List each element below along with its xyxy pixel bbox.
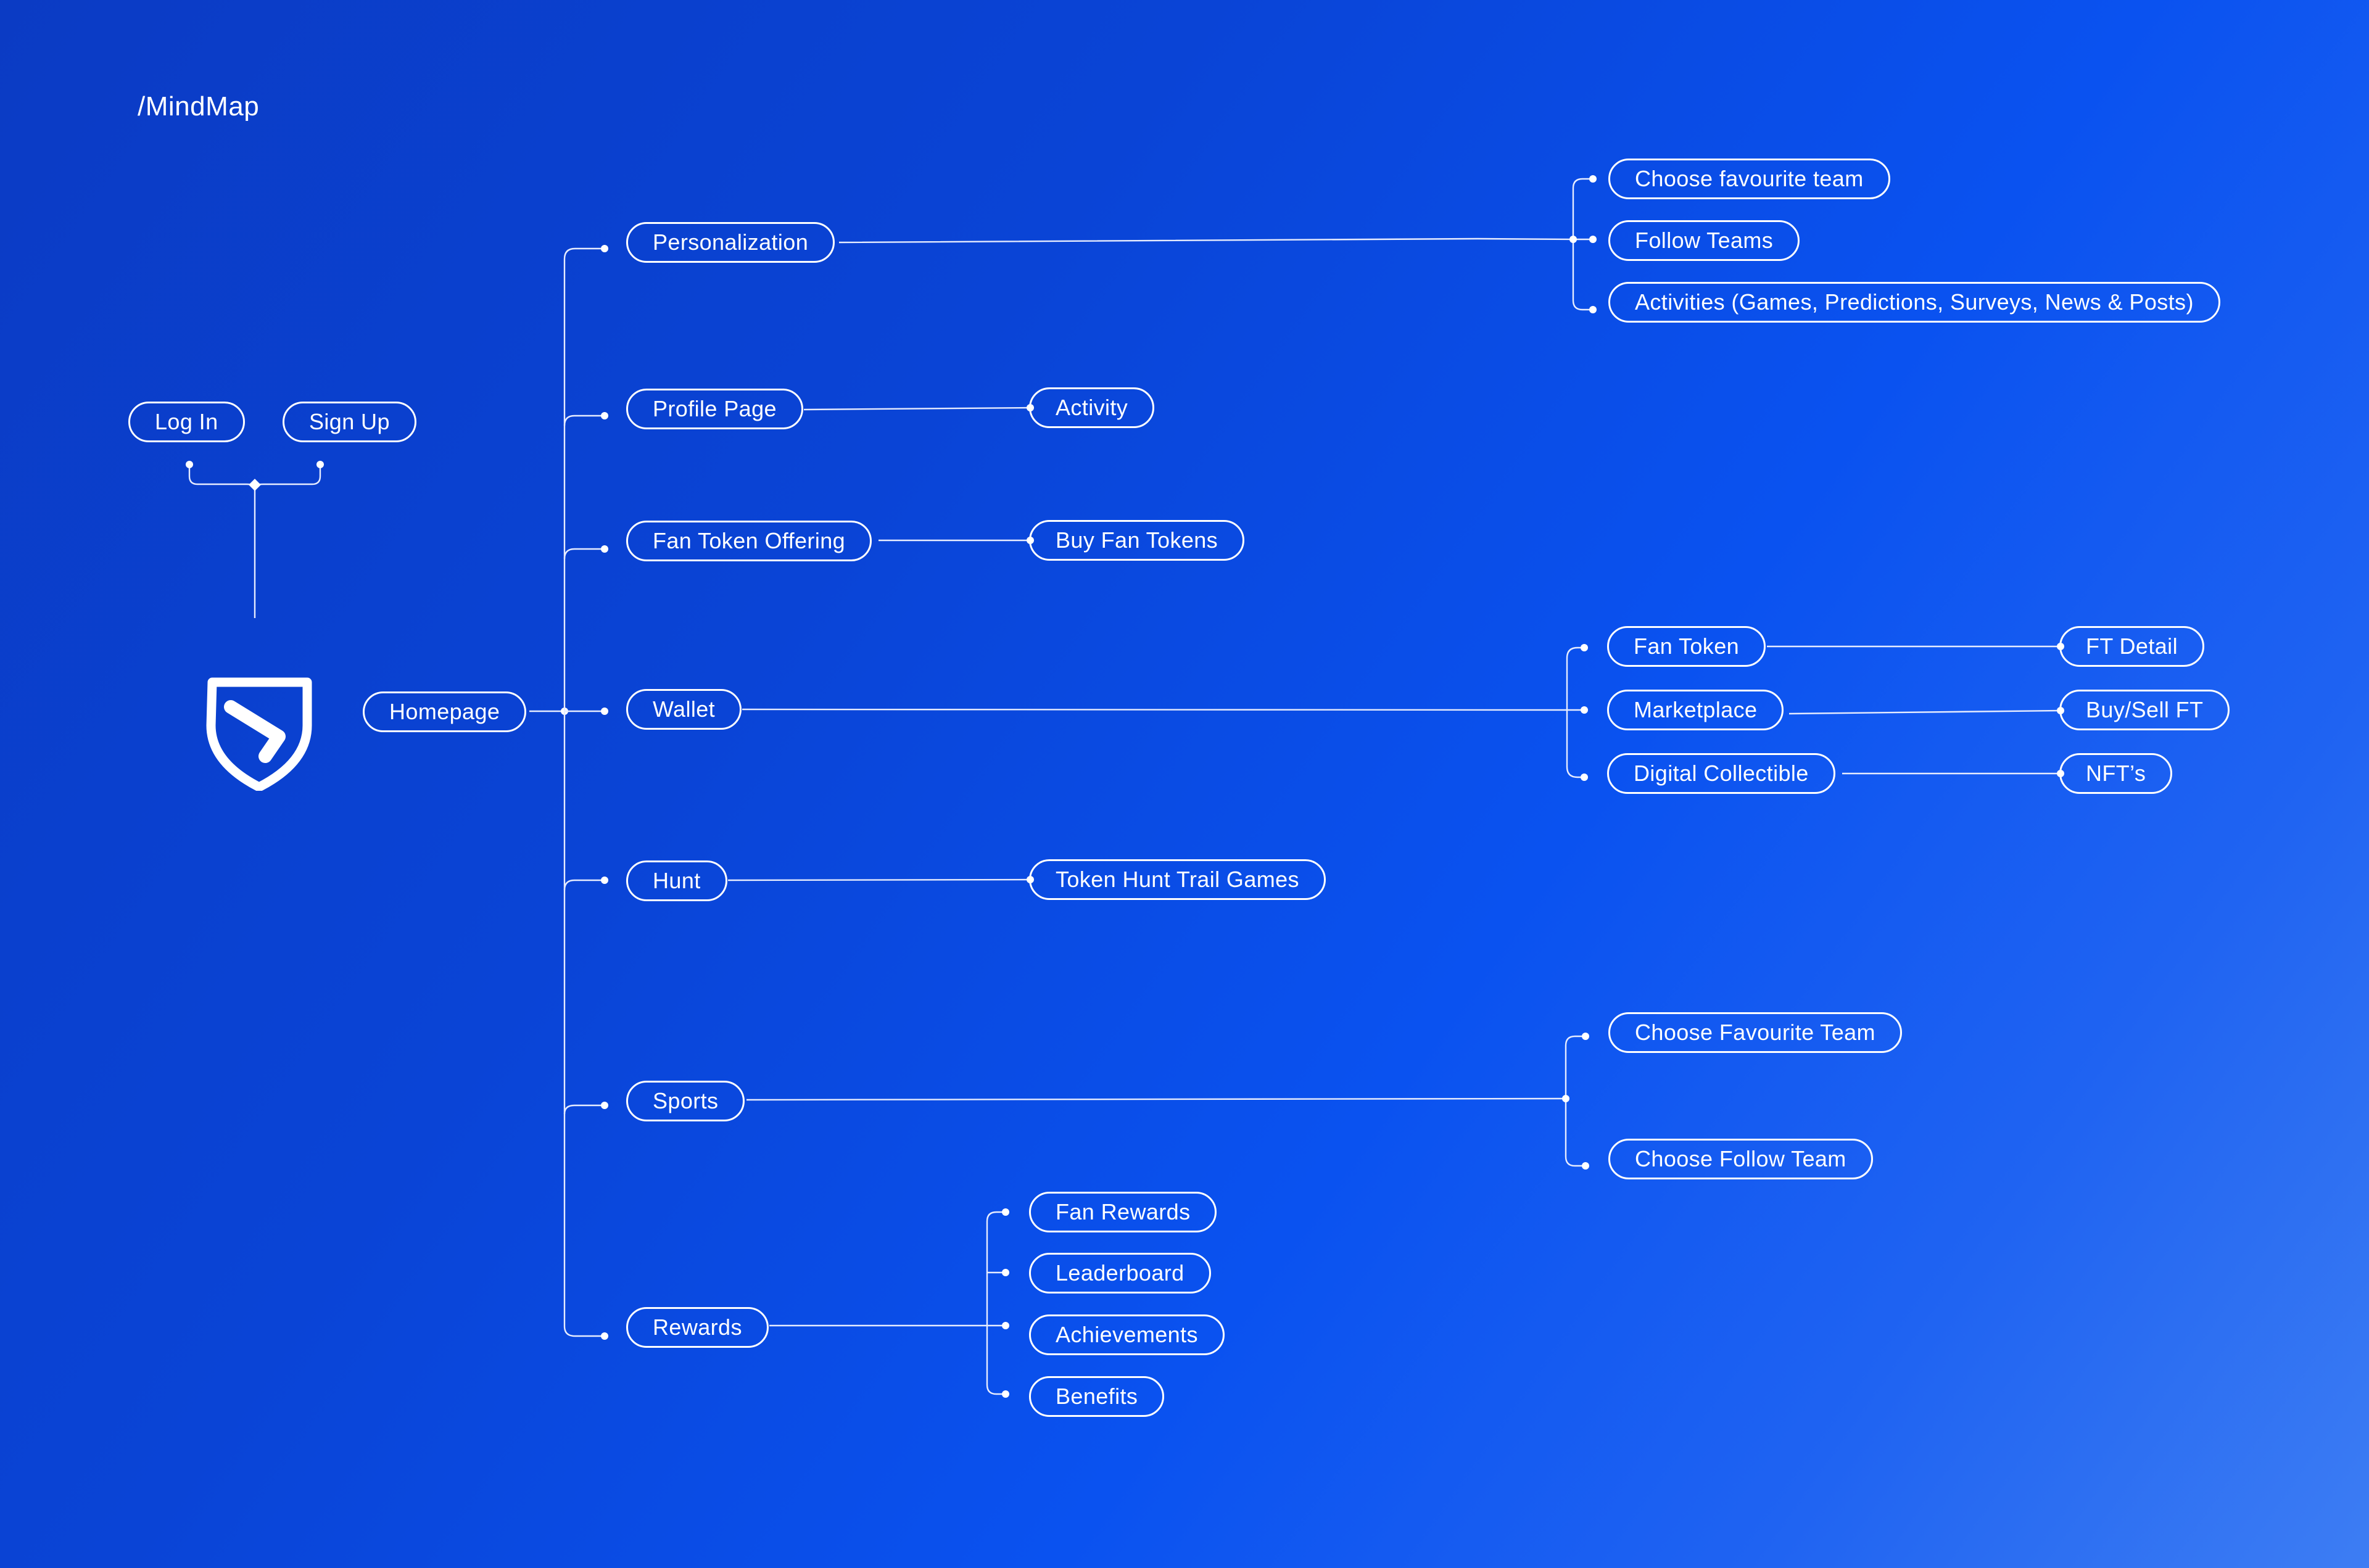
choose-favourite-team-node[interactable]: Choose favourite team (1608, 159, 1890, 199)
personalization-node[interactable]: Personalization (626, 222, 835, 263)
page-title: /MindMap (138, 91, 260, 122)
digital-collectible-node[interactable]: Digital Collectible (1607, 753, 1835, 794)
choose-favourite-team-sports-node[interactable]: Choose Favourite Team (1608, 1012, 1902, 1053)
achievements-node[interactable]: Achievements (1029, 1314, 1225, 1355)
fan-token-node[interactable]: Fan Token (1607, 626, 1766, 667)
fan-rewards-node[interactable]: Fan Rewards (1029, 1192, 1217, 1232)
leaderboard-node[interactable]: Leaderboard (1029, 1253, 1211, 1294)
choose-follow-team-node[interactable]: Choose Follow Team (1608, 1139, 1873, 1179)
benefits-node[interactable]: Benefits (1029, 1376, 1165, 1417)
login-button[interactable]: Log In (128, 402, 245, 442)
profile-page-node[interactable]: Profile Page (626, 389, 803, 429)
nfts-node[interactable]: NFT’s (2059, 753, 2173, 794)
buy-fan-tokens-node[interactable]: Buy Fan Tokens (1029, 520, 1245, 561)
marketplace-node[interactable]: Marketplace (1607, 690, 1784, 730)
activity-node[interactable]: Activity (1029, 387, 1155, 428)
wallet-node[interactable]: Wallet (626, 689, 742, 730)
homepage-node[interactable]: Homepage (363, 691, 527, 732)
token-hunt-trail-games-node[interactable]: Token Hunt Trail Games (1029, 859, 1326, 900)
ft-detail-node[interactable]: FT Detail (2059, 626, 2204, 667)
fan-token-offering-node[interactable]: Fan Token Offering (626, 521, 872, 561)
buy-sell-ft-node[interactable]: Buy/Sell FT (2059, 690, 2230, 730)
hunt-node[interactable]: Hunt (626, 860, 727, 901)
rewards-node[interactable]: Rewards (626, 1307, 769, 1348)
sports-node[interactable]: Sports (626, 1081, 745, 1121)
follow-teams-node[interactable]: Follow Teams (1608, 220, 1800, 261)
activities-node[interactable]: Activities (Games, Predictions, Surveys,… (1608, 282, 2220, 323)
shield-s-logo-icon (206, 677, 312, 791)
signup-button[interactable]: Sign Up (283, 402, 416, 442)
